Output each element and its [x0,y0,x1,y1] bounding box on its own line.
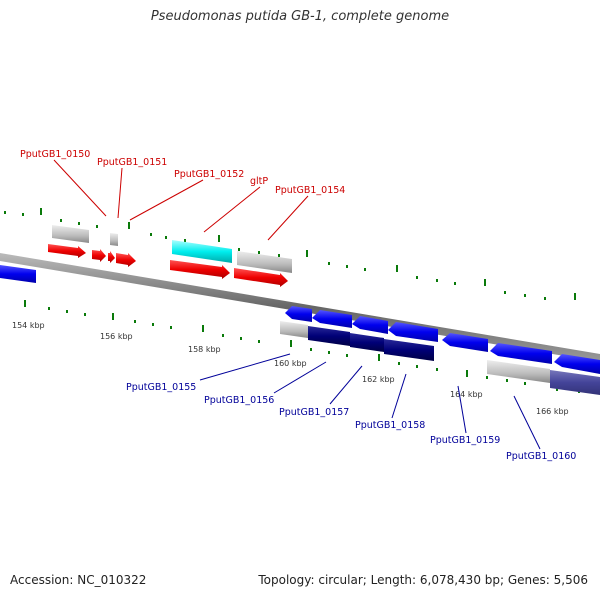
ruler-label: 162 kbp [362,375,395,384]
ruler-labels: 154 kbp 156 kbp 158 kbp 160 kbp 162 kbp … [12,321,569,416]
gene-arrow [170,260,230,279]
reverse-leader-lines [199,353,541,450]
gene-label-pputgb1-0156: PputGB1_0156 [204,395,274,406]
gene-label-pputgb1-0157: PputGB1_0157 [279,407,349,418]
gene-arrow [312,310,352,328]
gene-label-gltp: gltP [250,176,268,187]
ruler-label: 154 kbp [12,321,45,330]
gene-arrow [92,249,106,262]
genome-summary-text: Topology: circular; Length: 6,078,430 bp… [258,573,588,587]
reverse-gene-labels[interactable]: PputGB1_0155 PputGB1_0156 PputGB1_0157 P… [126,382,576,462]
gene-arrow [116,253,136,267]
gene-bar [487,360,550,383]
gene-bar-highlight [308,326,350,346]
ruler-label: 160 kbp [274,359,307,368]
gene-label-pputgb1-0155: PputGB1_0155 [126,382,196,393]
genome-title: Pseudomonas putida GB-1, complete genome [150,9,450,24]
ruler-label: 166 kbp [536,407,569,416]
forward-gene-labels[interactable]: PputGB1_0150 PputGB1_0151 PputGB1_0152 g… [20,149,345,196]
gene-arrow [442,333,488,352]
gene-arrow [0,265,36,283]
gene-bar-highlight [384,339,434,361]
gene-arrow [490,343,552,364]
forward-strand [48,225,292,287]
gene-label-pputgb1-0154: PputGB1_0154 [275,185,345,196]
gene-arrow [285,306,312,322]
gene-bar-highlight [550,370,600,395]
gene-arrow [554,354,600,374]
reverse-strand [0,265,600,395]
accession-text: Accession: NC_010322 [10,573,147,587]
gene-bar-highlight [350,333,384,352]
ruler-label: 158 kbp [188,345,221,354]
gene-arrow [108,251,115,263]
gene-bar [280,321,308,338]
ruler-label: 164 kbp [450,390,483,399]
gene-label-pputgb1-0159: PputGB1_0159 [430,435,500,446]
gene-label-pputgb1-0150: PputGB1_0150 [20,149,90,160]
gene-bar [110,233,118,246]
ruler-ticks [4,208,580,393]
gene-arrow [48,244,86,258]
gene-arrow [388,322,438,342]
gene-label-pputgb1-0160: PputGB1_0160 [506,451,576,462]
forward-leader-lines [53,159,309,241]
gene-bar-highlight [172,240,232,263]
gene-label-pputgb1-0152: PputGB1_0152 [174,169,244,180]
gene-label-pputgb1-0158: PputGB1_0158 [355,420,425,431]
gene-bar [237,251,292,273]
gene-arrow [234,268,288,287]
ruler-label: 156 kbp [100,332,133,341]
gene-arrow [352,316,388,334]
gene-label-pputgb1-0151: PputGB1_0151 [97,157,167,168]
gene-bar [52,225,89,243]
